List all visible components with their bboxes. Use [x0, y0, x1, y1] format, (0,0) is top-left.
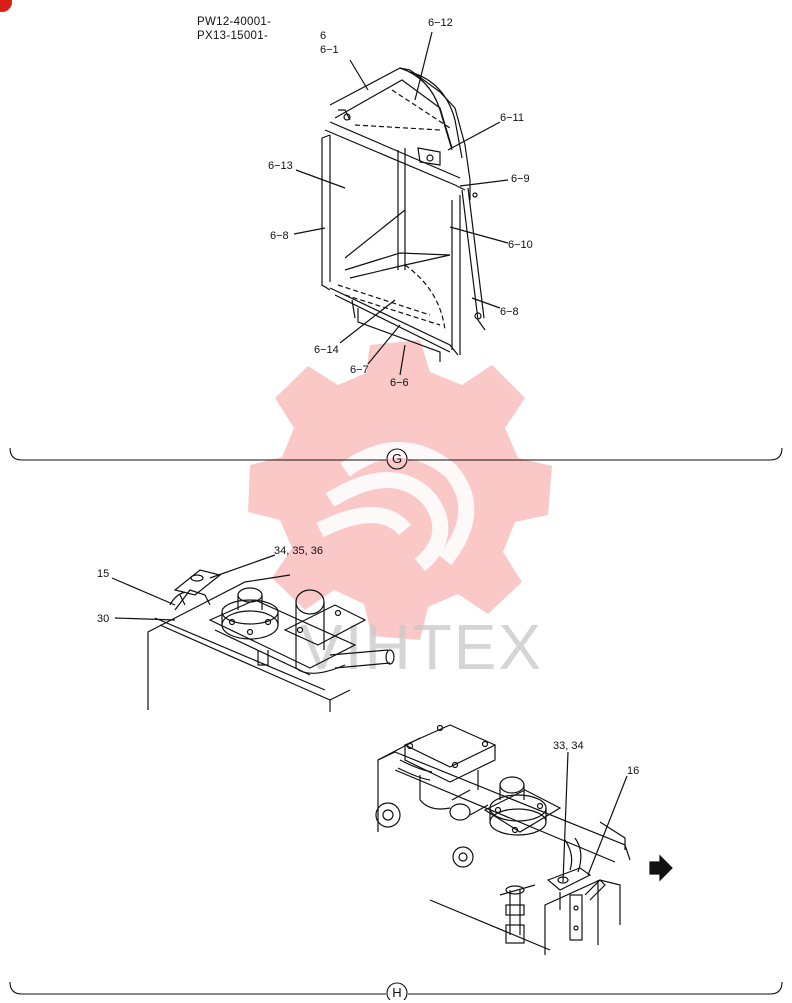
callout-6-6: 6−6 [390, 377, 409, 389]
watermark-text: VIHTEX [300, 611, 544, 683]
section-marker-g: G [391, 451, 403, 466]
callout-6-7: 6−7 [350, 364, 369, 376]
callout-6-9: 6−9 [511, 173, 530, 185]
serial-number-1: PW12-40001- [197, 16, 272, 28]
corner-badge [0, 0, 12, 12]
callout-15: 15 [97, 568, 110, 580]
callout-6-1: 6−1 [320, 44, 339, 56]
serial-number-2: PX13-15001- [197, 30, 269, 42]
callout-6-10: 6−10 [508, 239, 533, 251]
callout-6-13: 6−13 [268, 160, 293, 172]
callout-33-34: 33, 34 [553, 740, 584, 752]
callout-16: 16 [627, 765, 640, 777]
callout-6-8-left: 6−8 [270, 230, 289, 242]
callout-6-14: 6−14 [314, 344, 339, 356]
callout-30: 30 [97, 613, 110, 625]
section-marker-h: H [392, 985, 402, 1000]
callout-6-8-right: 6−8 [500, 306, 519, 318]
callout-6: 6 [320, 30, 327, 42]
callout-6-11: 6−11 [500, 112, 524, 124]
callout-6-12: 6−12 [428, 17, 453, 29]
callout-34-35-36: 34, 35, 36 [274, 545, 323, 557]
